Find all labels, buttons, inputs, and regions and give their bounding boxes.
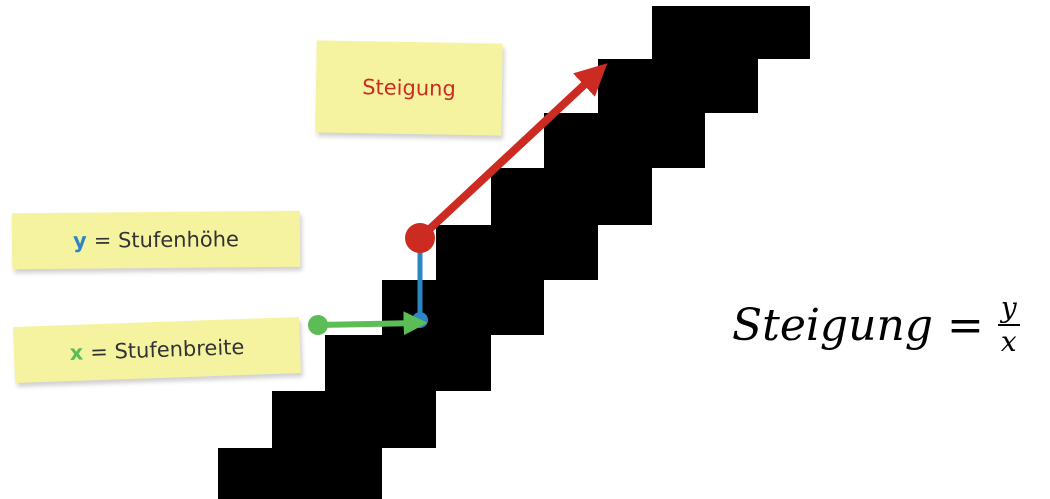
rise-label: = Stufenhöhe (93, 227, 240, 253)
rise-variable: y (72, 228, 87, 253)
slope-formula: Steigung = y x (732, 280, 1020, 370)
slope-note: Steigung (315, 40, 503, 136)
run-start-dot (308, 315, 328, 335)
formula-equals: = (946, 299, 984, 351)
run-label: = Stufenbreite (89, 334, 245, 365)
run-note: x = Stufenbreite (13, 317, 301, 383)
slope-label: Steigung (361, 75, 456, 101)
staircase (218, 6, 810, 499)
formula-numerator: y (997, 294, 1020, 326)
slope-arrow (417, 63, 608, 241)
run-variable: x (69, 340, 84, 366)
formula-lhs: Steigung (732, 299, 933, 351)
formula-denominator: x (1000, 325, 1017, 358)
rise-note: y = Stufenhöhe (11, 210, 301, 270)
slope-start-dot (405, 223, 435, 253)
run-arrow (317, 311, 428, 336)
formula-fraction: y x (997, 294, 1020, 358)
